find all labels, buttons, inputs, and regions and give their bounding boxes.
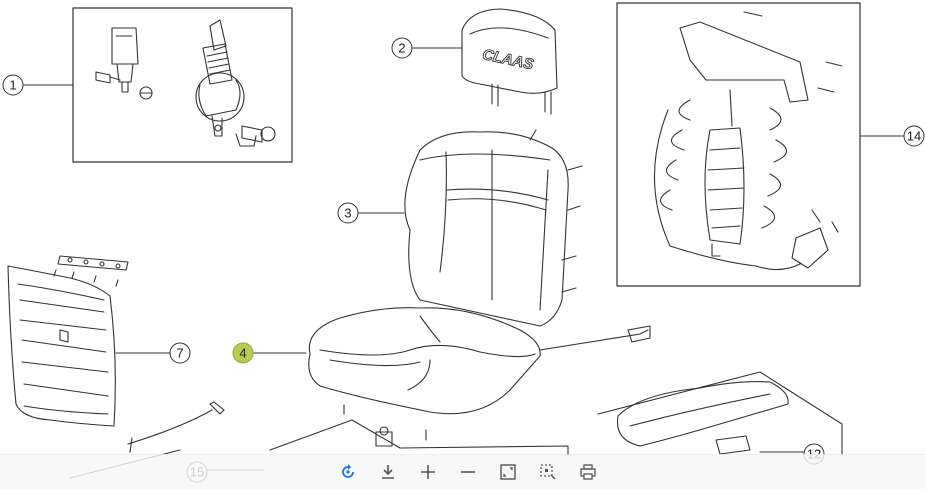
fit-screen-icon xyxy=(500,464,516,480)
svg-text:7: 7 xyxy=(176,346,183,361)
zoom-in-button[interactable] xyxy=(417,461,439,483)
select-area-button[interactable] xyxy=(537,461,559,483)
viewer-toolbar xyxy=(0,454,925,489)
rotate-icon xyxy=(342,464,354,478)
fit-screen-button[interactable] xyxy=(497,461,519,483)
svg-text:1: 1 xyxy=(9,78,16,93)
heating-mat-group xyxy=(616,2,861,287)
callout-1[interactable]: 1 xyxy=(2,74,24,96)
download-icon xyxy=(382,465,394,479)
callout-3[interactable]: 3 xyxy=(337,202,359,224)
plus-icon xyxy=(421,465,435,479)
minus-icon xyxy=(461,471,475,473)
print-button[interactable] xyxy=(577,461,599,483)
callout-14[interactable]: 14 xyxy=(903,125,925,147)
headrest xyxy=(461,8,558,115)
brand-text: CLAAS xyxy=(481,46,535,73)
svg-text:14: 14 xyxy=(907,129,921,144)
svg-text:2: 2 xyxy=(398,41,405,56)
callout-7[interactable]: 7 xyxy=(169,342,191,364)
callout-4[interactable]: 4 xyxy=(232,342,254,364)
armrest-group xyxy=(597,371,843,455)
seat-cushion xyxy=(308,307,651,447)
svg-text:4: 4 xyxy=(239,346,246,361)
select-area-icon xyxy=(540,464,556,480)
download-button[interactable] xyxy=(377,461,399,483)
zoom-out-button[interactable] xyxy=(457,461,479,483)
callout-2[interactable]: 2 xyxy=(391,37,413,59)
svg-text:3: 3 xyxy=(344,206,351,221)
seat-belt-parts-group xyxy=(72,7,293,163)
backrest xyxy=(404,129,583,327)
print-icon xyxy=(580,464,596,480)
back-panel xyxy=(7,255,225,453)
rotate-button[interactable] xyxy=(337,461,359,483)
